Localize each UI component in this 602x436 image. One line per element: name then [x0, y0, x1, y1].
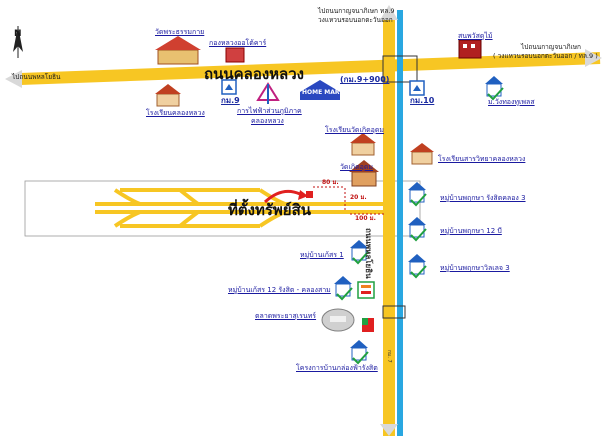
provincial-electricity-2: คลองหลวง	[251, 117, 284, 125]
school-icon-3	[410, 143, 434, 165]
building-icon	[458, 39, 482, 59]
property-arrow-head	[298, 190, 308, 200]
north-arrow	[380, 5, 398, 20]
temple-icon	[155, 36, 201, 65]
project-label: โครงการบ้านกล่องฟ้ารังสิต	[296, 364, 378, 372]
km10-badge: กม.10	[410, 96, 435, 105]
village-icon-2	[408, 217, 427, 242]
measure-100: 100 ม.	[355, 215, 376, 222]
wat-kokklong-school: โรงเรียนวัดเกิดอุดม	[325, 126, 384, 134]
provincial-electricity: การไฟฟ้าส่วนภูมิภาค	[237, 107, 302, 115]
home-mart-label: HOME MART	[302, 89, 344, 96]
village-2: หมู่บ้านพฤกษา 12 บี	[440, 227, 502, 235]
right-line1: ไปถนนกาญจนาภิเษก	[521, 43, 581, 51]
local-roads	[95, 188, 385, 228]
market-label: ตลาดพระยาสุเรนทร์	[255, 312, 317, 320]
km-marker-main: (กม.9+900)	[340, 75, 390, 84]
seven-eleven-icon	[357, 281, 375, 299]
school-khlong-luang: โรงเรียนคลองหลวง	[146, 109, 205, 117]
compass-north-label: N	[14, 29, 22, 39]
top-center-line1: ไปถนนกาญจนาภิเษก ทล.9	[318, 7, 395, 15]
compass-icon	[13, 26, 23, 58]
property-marker	[306, 191, 313, 198]
lower-bridge	[382, 305, 406, 319]
market-icon	[321, 308, 355, 332]
wat-kokklong-temple: วัดเกิดอุดม	[340, 163, 374, 171]
property-boundary	[24, 180, 421, 237]
school-icon	[155, 84, 181, 107]
to-pathum-label: ไปถนนพหลโยธิน	[12, 73, 61, 81]
khlong-luang-police: กองหลวงออโต้คาร์	[209, 39, 267, 47]
village-icon-4	[350, 240, 369, 265]
village-icon-rin	[485, 76, 504, 101]
main-road-name: ถนนคลองหลวง	[204, 65, 304, 83]
village-5: หมู่บ้านเก้สร 12 รังสิต - คลองสาม	[228, 286, 331, 294]
measure-20: 20 ม.	[350, 194, 367, 201]
south-arrow	[380, 424, 398, 436]
measure-80: 80 ม.	[322, 179, 339, 186]
top-center-line2: วงแหวนรอบนอกตะวันออก	[318, 16, 393, 24]
top-right-place: สนพวัสดุไม้	[458, 32, 493, 40]
village-icon-5	[334, 276, 353, 301]
rin-house: ม.วังทองทูเพลส	[488, 98, 535, 106]
school-icon-2	[350, 133, 376, 156]
west-arrow	[5, 70, 22, 88]
cross-road-name: ถนนพหลโยธิน	[364, 228, 373, 279]
village-icon-project	[350, 340, 369, 365]
km10-badge-icon	[409, 80, 425, 96]
intersection-box	[382, 55, 418, 83]
police-icon	[225, 47, 245, 63]
km9-badge-icon	[221, 79, 237, 95]
electricity-icon	[256, 82, 280, 104]
village-4: หมู่บ้านเก้สร 1	[300, 251, 344, 259]
flag-icon	[362, 318, 374, 332]
highway-number-marker: กม. 7	[386, 350, 392, 363]
property-arrow	[263, 189, 301, 204]
home-mart-icon	[300, 80, 340, 100]
temple-icon-2	[349, 160, 379, 187]
wat-phra-thammakai: วัดพระธรรมกาย	[155, 28, 205, 36]
school-sarawittaya: โรงเรียนสารวิทยาคลองหลวง	[438, 155, 526, 163]
village-1: หมู่บ้านพฤกษา รังสิตคลอง 3	[440, 194, 526, 202]
village-3: หมู่บ้านพฤกษาวิลเลจ 3	[440, 264, 510, 272]
main-road	[19, 52, 601, 85]
right-line2: ( วงแหวนรอบนอกตะวันออก / ทล.9 )	[493, 52, 598, 60]
east-arrow	[585, 49, 602, 67]
km9-badge: กม.9	[221, 96, 240, 105]
village-icon-3	[408, 254, 427, 279]
village-icon-1	[408, 182, 427, 207]
property-label: ที่ตั้งทรัพย์สิน	[228, 201, 311, 219]
